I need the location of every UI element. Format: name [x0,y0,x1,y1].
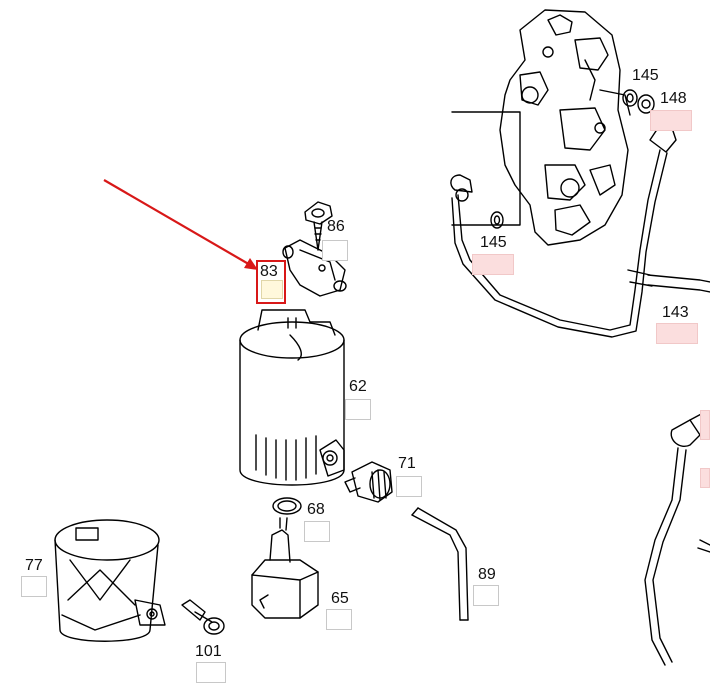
label-86[interactable]: 86 [327,218,345,235]
fuel-filter-62 [239,309,345,486]
label-145-mid[interactable]: 145 [480,234,507,251]
selected-part-83-box [261,280,283,299]
label-68[interactable]: 68 [307,501,325,518]
washer-145-top [622,89,655,114]
bolt-86 [304,201,333,251]
box-68[interactable] [304,521,330,542]
label-77[interactable]: 77 [25,557,43,574]
hose-89 [411,507,469,621]
label-148[interactable]: 148 [660,90,687,107]
water-sensor-65 [251,517,319,619]
box-right-edge-1[interactable] [700,410,710,440]
injection-pump [451,9,631,246]
box-62[interactable] [345,399,371,420]
temperature-sensor-83 [282,239,347,297]
label-89[interactable]: 89 [478,566,496,583]
label-145-top[interactable]: 145 [632,67,659,84]
box-77[interactable] [21,576,47,597]
box-101[interactable] [196,662,226,683]
box-65[interactable] [326,609,352,630]
label-71[interactable]: 71 [398,455,416,472]
label-83[interactable]: 83 [260,263,278,280]
box-143[interactable] [656,323,698,344]
box-89[interactable] [473,585,499,606]
o-ring-68 [272,497,302,515]
filter-bracket-77 [54,519,166,642]
box-145-mid[interactable] [472,254,514,275]
box-86[interactable] [322,240,348,261]
label-101[interactable]: 101 [195,643,222,660]
box-71[interactable] [396,476,422,497]
label-143[interactable]: 143 [662,304,689,321]
screw-101 [181,599,225,635]
water-drain-screw-71 [344,461,393,503]
label-62[interactable]: 62 [349,378,367,395]
label-65[interactable]: 65 [331,590,349,607]
fuel-pipe-right [644,411,710,666]
box-right-edge-2[interactable] [700,468,710,488]
pointer-arrow [103,179,258,270]
selected-part-83[interactable] [256,260,286,304]
box-148[interactable] [650,110,692,131]
